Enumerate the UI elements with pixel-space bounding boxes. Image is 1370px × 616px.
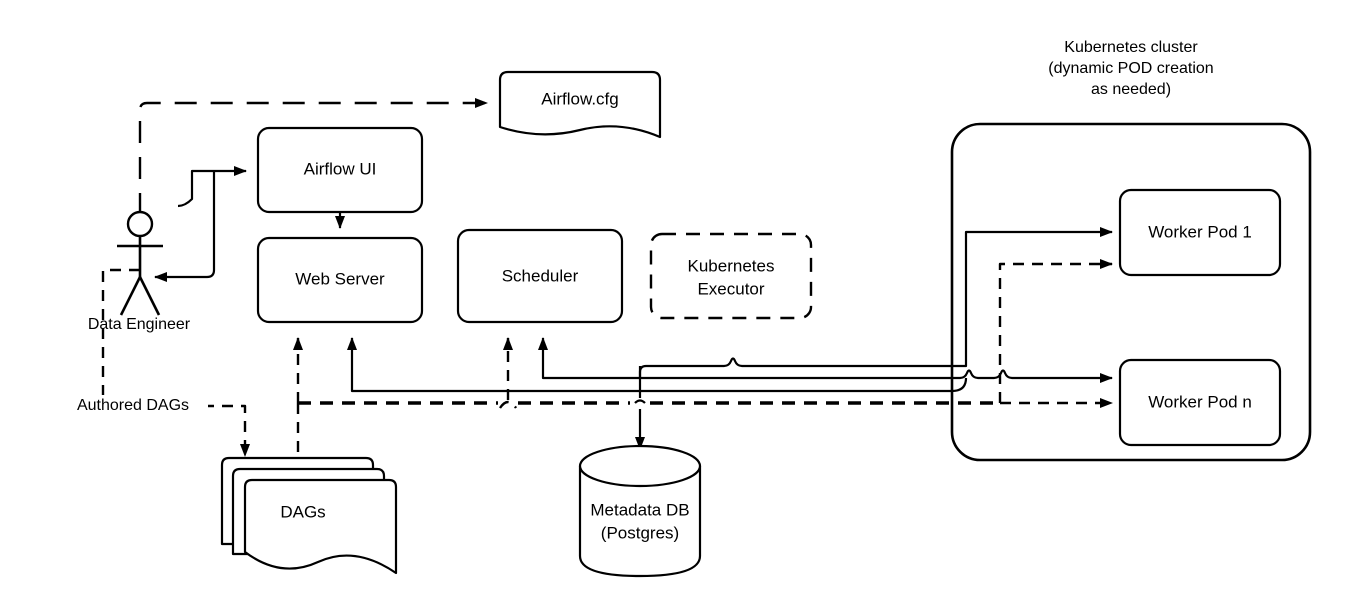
- kubernetes-executor-label-line2: Executor: [697, 279, 764, 298]
- node-airflow-ui[interactable]: Airflow UI: [256, 126, 424, 214]
- edge-metadata-db-to-web-server: [347, 337, 640, 393]
- metadata-db-label-line1: Metadata DB: [590, 500, 689, 519]
- edge-authored-dags: [101, 268, 245, 456]
- kubernetes-executor-shape: [649, 232, 813, 320]
- node-dags[interactable]: DAGs: [220, 456, 398, 575]
- scheduler-shape: [456, 228, 624, 324]
- edge-data-engineer-to-airflow-cfg: [138, 98, 488, 215]
- edge-metadata-db-to-scheduler: [538, 337, 640, 380]
- actor-data-engineer[interactable]: Data Engineer: [88, 210, 191, 333]
- worker-pod-1-shape: [1118, 188, 1282, 277]
- edge-trunk-riser-worker-pod-1: [640, 377, 968, 393]
- edge-data-engineer-to-airflow-ui: [177, 166, 247, 208]
- node-airflow-cfg[interactable]: Airflow.cfg: [498, 70, 662, 139]
- edge-dags-to-worker-pod-1: [998, 259, 1113, 403]
- airflow-ui-label: Airflow UI: [304, 159, 377, 178]
- kubernetes-cluster-title-line2: (dynamic POD creation: [1048, 60, 1213, 77]
- metadata-db-label-line2: (Postgres): [601, 523, 679, 542]
- edge-web-server-to-data-engineer: [154, 171, 216, 282]
- node-metadata-db[interactable]: Metadata DB (Postgres): [578, 444, 702, 578]
- node-worker-pod-1[interactable]: Worker Pod 1: [1118, 188, 1282, 277]
- edge-crossing-hop-metadata: [634, 399, 646, 404]
- worker-pod-n-shape: [1118, 358, 1282, 447]
- worker-pod-n-label: Worker Pod n: [1148, 392, 1252, 411]
- node-worker-pod-n[interactable]: Worker Pod n: [1118, 358, 1282, 447]
- kubernetes-cluster-title-line3: as needed): [1091, 81, 1171, 98]
- kubernetes-cluster-title-line1: Kubernetes cluster: [1064, 39, 1198, 56]
- node-scheduler[interactable]: Scheduler: [456, 228, 624, 324]
- metadata-db-body: [578, 464, 702, 578]
- authored-dags-label: Authored DAGs: [77, 397, 189, 414]
- edge-label-authored-dags-group: Authored DAGs: [58, 395, 208, 417]
- scheduler-label: Scheduler: [502, 266, 579, 285]
- data-engineer-head: [126, 210, 154, 238]
- airflow-cfg-shape: [498, 70, 662, 139]
- authored-dags-label-bg: [58, 395, 208, 417]
- web-server-shape: [256, 236, 424, 324]
- worker-pod-1-label: Worker Pod 1: [1148, 222, 1252, 241]
- kubernetes-executor-label-line1: Kubernetes: [688, 256, 775, 275]
- edge-executor-to-worker-pod-n: [640, 369, 1113, 383]
- node-kubernetes-executor[interactable]: Kubernetes Executor: [649, 232, 813, 320]
- edge-dashed-hop-scheduler: [499, 400, 517, 409]
- metadata-db-top: [578, 444, 702, 488]
- node-web-server[interactable]: Web Server: [256, 236, 424, 324]
- edge-metadata-db-to-kubernetes-executor: [638, 227, 1113, 378]
- airflow-cfg-label: Airflow.cfg: [541, 89, 618, 108]
- web-server-label: Web Server: [295, 269, 385, 288]
- dags-shape-front: [243, 478, 398, 575]
- data-engineer-label: Data Engineer: [88, 316, 191, 333]
- dags-label: DAGs: [280, 502, 325, 521]
- data-engineer-legs: [119, 276, 161, 316]
